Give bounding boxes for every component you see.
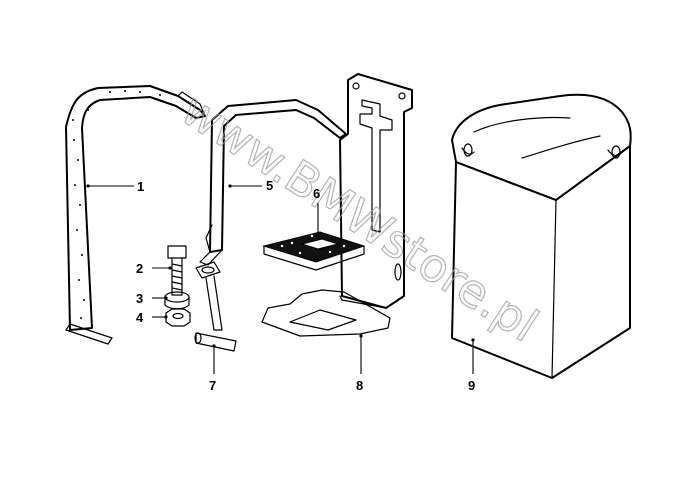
callout-6: 6 [313, 186, 320, 201]
callout-7: 7 [209, 378, 216, 393]
callout-3: 3 [136, 291, 143, 306]
part-2-bolt[interactable] [167, 245, 187, 296]
part-8-battery-tray[interactable] [261, 73, 413, 337]
part-9-battery[interactable] [451, 93, 632, 379]
part-4-hex-nut[interactable] [165, 308, 191, 327]
callout-4: 4 [136, 310, 144, 325]
callout-8: 8 [356, 378, 363, 393]
callout-1: 1 [137, 179, 144, 194]
part-6-rubber-pad[interactable] [262, 231, 366, 271]
part-7-clamp-pin[interactable] [194, 261, 237, 352]
part-1-battery-strap[interactable] [65, 85, 206, 345]
leader-dots [86, 184, 475, 348]
callout-5: 5 [266, 178, 273, 193]
callout-2: 2 [136, 261, 143, 276]
callout-9: 9 [468, 378, 475, 393]
part-5-holding-bracket[interactable] [199, 99, 347, 266]
leader-lines [88, 185, 474, 374]
